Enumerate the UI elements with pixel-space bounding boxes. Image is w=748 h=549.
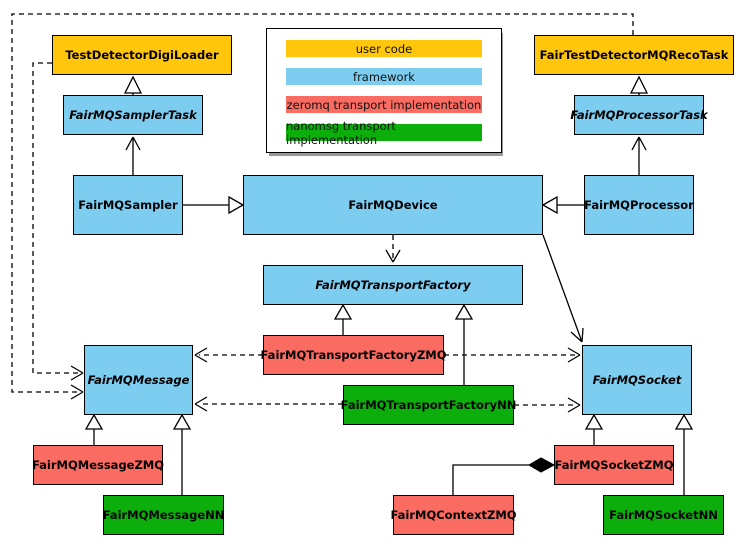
class-box-fairmqsocketnn: FairMQSocketNN: [603, 495, 724, 535]
legend-item-zeromq: zeromq transport implementation: [286, 96, 482, 113]
legend-item-user-code: user code: [286, 40, 482, 57]
edge-processor-to-device: [541, 195, 584, 215]
edge-factoryzmq-to-factory: [333, 303, 353, 335]
class-box-fairmqmessage: FairMQMessage: [84, 345, 193, 415]
class-box-fairmqtransportfactoryzmq: FairMQTransportFactoryZMQ: [261, 335, 447, 375]
class-box-fairmqdevice: FairMQDevice: [243, 175, 543, 235]
class-box-fairmqsamplertask: FairMQSamplerTask: [63, 95, 203, 135]
edge-samplertask-to-digiloader: [123, 75, 143, 95]
edge-messagezmq-to-message: [84, 413, 104, 445]
edge-processortask-to-recotask: [629, 75, 649, 95]
class-box-fairtestdetectormqrecotask: FairTestDetectorMQRecoTask: [534, 35, 734, 75]
class-box-fairmqsocketzmq: FairMQSocketZMQ: [554, 445, 674, 485]
legend-item-nanomsg: nanomsg transport implementation: [286, 119, 482, 147]
class-box-fairmqprocessor: FairMQProcessor: [584, 175, 694, 235]
edge-device-to-transportfactory: [385, 235, 401, 263]
class-box-fairmqtransportfactory: FairMQTransportFactory: [263, 265, 523, 305]
edge-sampler-to-device: [183, 195, 245, 215]
class-box-fairmqcontextzmq: FairMQContextZMQ: [390, 495, 517, 535]
edge-contextzmq-to-socketzmq: [452, 457, 556, 495]
edge-factoryzmq-to-socket: [444, 347, 581, 363]
edge-recotask-to-message: [11, 13, 634, 400]
edge-socketnn-to-socket: [674, 413, 694, 495]
edge-device-to-socket: [542, 234, 584, 343]
legend: user code framework zeromq transport imp…: [266, 28, 502, 153]
legend-item-framework: framework: [286, 68, 482, 85]
class-box-fairmqmessagezmq: FairMQMessageZMQ: [32, 445, 164, 485]
edge-messagenn-to-message: [172, 413, 192, 495]
edge-processor-to-processortask: [631, 136, 647, 175]
edge-factorynn-to-socket: [514, 397, 581, 413]
edge-sampler-to-samplertask: [125, 136, 141, 175]
edge-digiloader-to-message: [32, 62, 84, 381]
class-box-fairmqmessagenn: FairMQMessageNN: [103, 495, 224, 535]
legend-label: user code: [355, 41, 413, 56]
class-box-fairmqsampler: FairMQSampler: [73, 175, 183, 235]
edge-factorynn-to-factory: [454, 303, 474, 385]
legend-label: zeromq transport implementation: [286, 97, 482, 112]
legend-label: framework: [353, 69, 415, 84]
class-box-fairmqtransportfactorynn: FairMQTransportFactoryNN: [341, 385, 516, 425]
class-box-fairmqprocessortask: FairMQProcessorTask: [570, 95, 708, 135]
edge-socketzmq-to-socket: [584, 413, 604, 445]
edge-factoryzmq-to-message: [194, 347, 263, 363]
legend-label: nanomsg transport implementation: [286, 118, 396, 147]
edge-factorynn-to-message: [194, 396, 343, 412]
class-box-testdetectordigiloader: TestDetectorDigiLoader: [52, 35, 232, 75]
class-box-fairmqsocket: FairMQSocket: [582, 345, 692, 415]
